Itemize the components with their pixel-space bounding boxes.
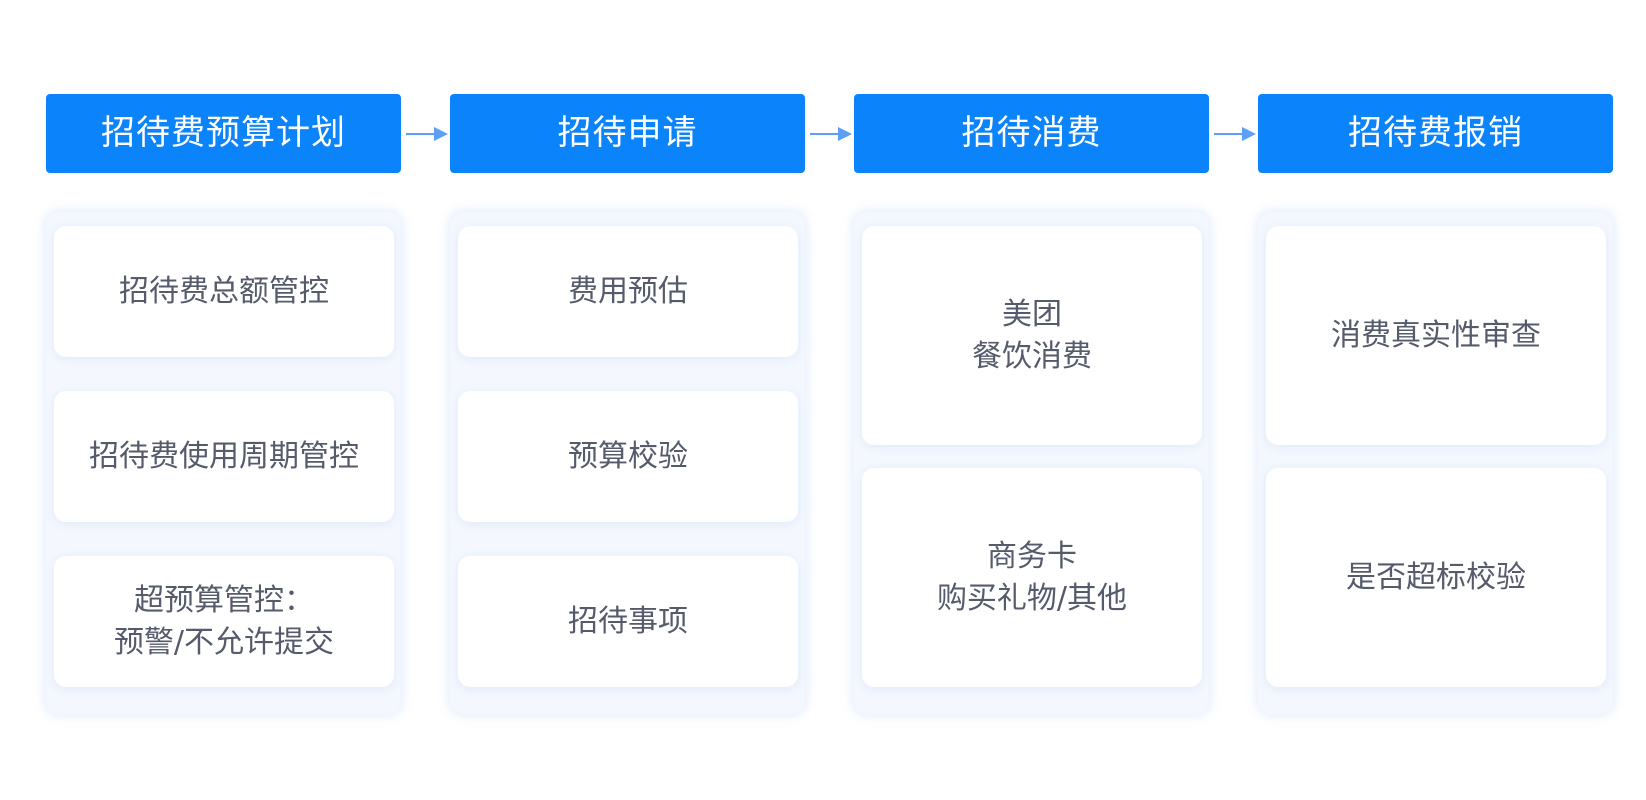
- flow-arrow-icon: [810, 127, 852, 141]
- card-budget-check: 预算校验: [458, 391, 798, 522]
- stage-header-consumption: 招待消费: [854, 94, 1209, 173]
- card-cost-estimate: 费用预估: [458, 226, 798, 357]
- stage-header-application: 招待申请: [450, 94, 805, 173]
- card-text: 招待费总额管控: [119, 273, 329, 309]
- card-text: 预警/不允许提交: [113, 624, 335, 660]
- stage-header-reimbursement: 招待费报销: [1258, 94, 1613, 173]
- card-text: 商务卡: [987, 538, 1077, 574]
- stage-panel-budget-plan: 招待费总额管控 招待费使用周期管控 超预算管控： 预警/不允许提交: [46, 212, 401, 714]
- card-text: 招待事项: [568, 603, 688, 639]
- stage-panel-consumption: 美团 餐饮消费 商务卡 购买礼物/其他: [854, 212, 1209, 714]
- card-total-amount-control: 招待费总额管控: [54, 226, 394, 357]
- card-text: 招待费使用周期管控: [89, 438, 359, 474]
- card-meituan-dining: 美团 餐饮消费: [862, 226, 1202, 445]
- card-over-budget-control: 超预算管控： 预警/不允许提交: [54, 556, 394, 687]
- card-text: 消费真实性审查: [1331, 317, 1541, 353]
- card-authenticity-review: 消费真实性审查: [1266, 226, 1606, 445]
- card-text: 美团: [1002, 296, 1062, 332]
- card-text: 超预算管控：: [134, 582, 314, 618]
- card-text: 预算校验: [568, 438, 688, 474]
- card-reception-matter: 招待事项: [458, 556, 798, 687]
- flow-arrow-icon: [406, 127, 448, 141]
- card-text: 购买礼物/其他: [936, 580, 1128, 616]
- stage-header-budget-plan: 招待费预算计划: [46, 94, 401, 173]
- card-business-card: 商务卡 购买礼物/其他: [862, 468, 1202, 687]
- flow-arrow-icon: [1214, 127, 1256, 141]
- stage-panel-application: 费用预估 预算校验 招待事项: [450, 212, 805, 714]
- card-text: 餐饮消费: [972, 338, 1092, 374]
- card-text: 是否超标校验: [1346, 559, 1526, 595]
- card-usage-period-control: 招待费使用周期管控: [54, 391, 394, 522]
- stage-panel-reimbursement: 消费真实性审查 是否超标校验: [1258, 212, 1613, 714]
- card-over-standard-check: 是否超标校验: [1266, 468, 1606, 687]
- card-text: 费用预估: [568, 273, 688, 309]
